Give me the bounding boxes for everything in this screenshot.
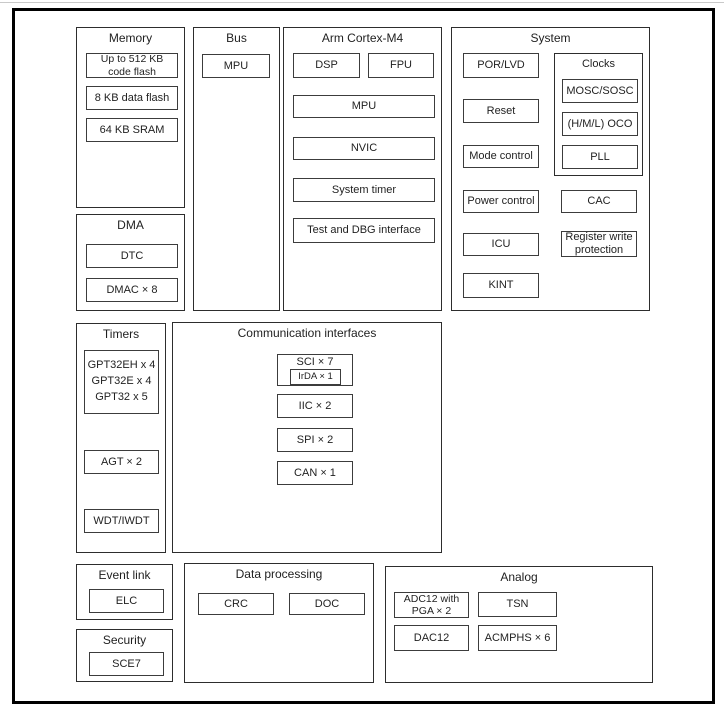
test-dbg-box: Test and DBG interface	[293, 218, 435, 243]
sci-box: SCI × 7 IrDA × 1	[277, 354, 353, 386]
security-block: Security SCE7	[76, 629, 173, 682]
cortex-title: Arm Cortex-M4	[321, 31, 404, 45]
memory-title: Memory	[108, 31, 153, 45]
elc-box: ELC	[89, 589, 164, 613]
spi-box: SPI × 2	[277, 428, 353, 452]
cac-box: CAC	[561, 190, 637, 213]
event-link-block: Event link ELC	[76, 564, 173, 620]
gpt32eh-label: GPT32EH x 4	[87, 359, 156, 372]
wdt-iwdt-box: WDT/IWDT	[84, 509, 159, 533]
crc-box: CRC	[198, 593, 274, 615]
adc12-pga-box: ADC12 with PGA × 2	[394, 592, 469, 618]
reset-box: Reset	[463, 99, 539, 123]
kint-box: KINT	[463, 273, 539, 298]
timers-block: Timers GPT32EH x 4 GPT32E x 4 GPT32 x 5 …	[76, 323, 166, 553]
gpt-box: GPT32EH x 4 GPT32E x 4 GPT32 x 5	[84, 350, 159, 414]
bus-block: Bus MPU	[193, 27, 280, 311]
cortex-block: Arm Cortex-M4 DSP FPU MPU NVIC System ti…	[283, 27, 442, 311]
comm-interfaces-title: Communication interfaces	[237, 326, 377, 340]
agt-box: AGT × 2	[84, 450, 159, 474]
system-timer-box: System timer	[293, 178, 435, 202]
system-title: System	[530, 31, 571, 45]
dsp-box: DSP	[293, 53, 360, 78]
nvic-box: NVIC	[293, 137, 435, 160]
gpt32e-label: GPT32E x 4	[91, 375, 152, 388]
code-flash-box: Up to 512 KB code flash	[86, 53, 178, 78]
acmphs-box: ACMPHS × 6	[478, 625, 557, 651]
clocks-title: Clocks	[581, 58, 615, 70]
timers-title: Timers	[102, 327, 140, 341]
dma-block: DMA DTC DMAC × 8	[76, 214, 185, 311]
oco-box: (H/M/L) OCO	[562, 112, 638, 136]
can-box: CAN × 1	[277, 461, 353, 485]
icu-box: ICU	[463, 233, 539, 256]
irda-box: IrDA × 1	[290, 369, 341, 385]
sci-label: SCI × 7	[296, 356, 334, 368]
dmac-box: DMAC × 8	[86, 278, 178, 302]
mode-control-box: Mode control	[463, 145, 539, 168]
mosc-sosc-box: MOSC/SOSC	[562, 79, 638, 103]
memory-block: Memory Up to 512 KB code flash 8 KB data…	[76, 27, 185, 208]
cortex-mpu-box: MPU	[293, 95, 435, 118]
power-control-box: Power control	[463, 190, 539, 213]
comm-interfaces-block: Communication interfaces SCI × 7 IrDA × …	[172, 322, 442, 553]
dma-title: DMA	[117, 218, 144, 232]
event-link-title: Event link	[98, 568, 151, 582]
fpu-box: FPU	[368, 53, 434, 78]
data-flash-box: 8 KB data flash	[86, 86, 178, 110]
clocks-subblock: Clocks MOSC/SOSC (H/M/L) OCO PLL	[554, 53, 643, 176]
data-processing-block: Data processing CRC DOC	[184, 563, 374, 683]
dac12-box: DAC12	[394, 625, 469, 651]
analog-block: Analog ADC12 with PGA × 2 TSN DAC12 ACMP…	[385, 566, 653, 683]
por-lvd-box: POR/LVD	[463, 53, 539, 78]
sram-box: 64 KB SRAM	[86, 118, 178, 142]
tsn-box: TSN	[478, 592, 557, 617]
sce7-box: SCE7	[89, 652, 164, 676]
data-processing-title: Data processing	[235, 567, 323, 581]
gpt32-label: GPT32 x 5	[95, 390, 148, 403]
bus-title: Bus	[226, 31, 247, 45]
iic-box: IIC × 2	[277, 394, 353, 418]
dtc-box: DTC	[86, 244, 178, 268]
doc-box: DOC	[289, 593, 365, 615]
system-block: System POR/LVD Reset Mode control Power …	[451, 27, 650, 311]
register-write-protection-box: Register write protection	[561, 231, 637, 257]
diagram-outer-frame	[12, 8, 715, 704]
analog-title: Analog	[500, 570, 538, 584]
page-edge-line	[0, 2, 724, 3]
security-title: Security	[102, 633, 147, 647]
bus-mpu-box: MPU	[202, 54, 270, 78]
pll-box: PLL	[562, 145, 638, 169]
